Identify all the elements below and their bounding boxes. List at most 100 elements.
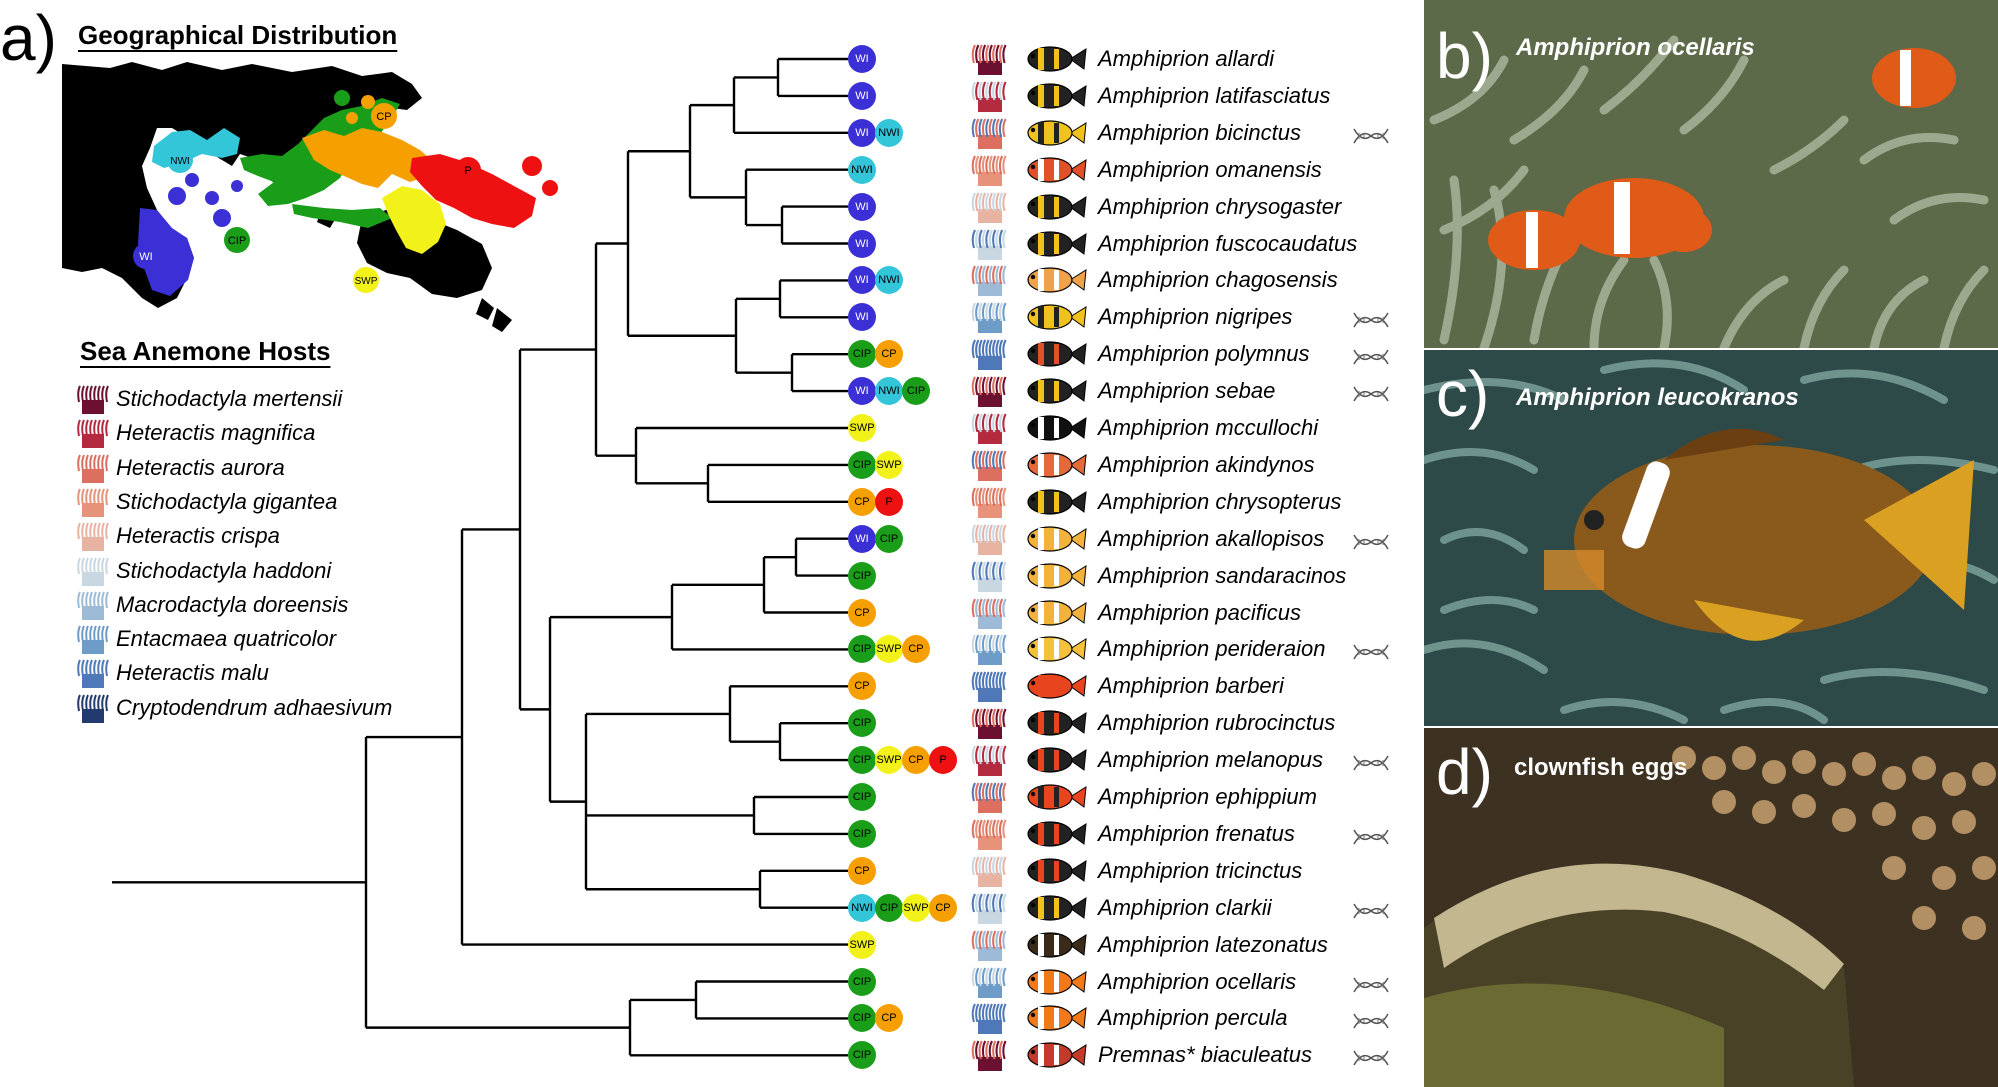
- region-badge: WI: [848, 118, 876, 147]
- panel-b-label: b): [1436, 20, 1493, 92]
- region-badges: SWP: [848, 414, 876, 442]
- host-legend-item: Stichodactyla mertensii: [76, 382, 342, 416]
- svg-text:CP: CP: [376, 111, 391, 123]
- region-badge: NWI: [875, 377, 903, 406]
- host-name: Stichodactyla gigantea: [116, 488, 338, 514]
- region-badge: NWI: [875, 266, 903, 295]
- region-badges: WI: [848, 45, 876, 73]
- host-anemone-icon: [971, 819, 1007, 850]
- region-badge: CIP: [848, 635, 876, 664]
- host-name: Cryptodendrum adhaesivum: [116, 694, 393, 720]
- fish-icon: [1027, 599, 1087, 626]
- photo-c-caption: Amphiprion leucokranos: [1516, 384, 1799, 411]
- host-anemone-icon: [971, 1003, 1007, 1035]
- region-badge: CIP: [848, 709, 876, 738]
- host-anemone-icon: [971, 708, 1007, 740]
- region-badge: WI: [848, 81, 876, 110]
- species-name: Amphiprion chagosensis: [1098, 267, 1338, 293]
- host-name: Heteractis malu: [116, 660, 269, 686]
- host-anemone-icon: [971, 155, 1007, 186]
- dna-icon: [1353, 386, 1389, 402]
- host-anemone-icon: [971, 598, 1007, 629]
- fish-icon: [1027, 83, 1087, 109]
- host-legend-item: Stichodactyla gigantea: [76, 485, 337, 519]
- host-anemone-icon: [971, 856, 1007, 887]
- host-anemone-icon: [971, 967, 1007, 998]
- region-badge: CIP: [848, 1004, 876, 1033]
- fish-icon: [1027, 968, 1087, 995]
- species-name: Amphiprion akallopisos: [1098, 525, 1325, 551]
- species-name: Amphiprion clarkii: [1098, 894, 1272, 920]
- region-badge: SWP: [848, 930, 876, 959]
- anemone-icon: [77, 557, 109, 586]
- species-name: Amphiprion allardi: [1098, 46, 1275, 71]
- fish-icon: [1027, 304, 1087, 330]
- region-badges: WI: [848, 192, 876, 221]
- dna-icon: [1353, 534, 1389, 550]
- dna-icon: [1353, 1014, 1389, 1029]
- fish-icon: [1027, 821, 1087, 847]
- species-name: Amphiprion ocellaris: [1098, 968, 1297, 994]
- photo-b-caption: Amphiprion ocellaris: [1516, 34, 1755, 61]
- dna-icon: [1353, 645, 1389, 660]
- region-badge: CIP: [848, 340, 876, 369]
- region-badge: CP: [848, 487, 876, 516]
- region-badges: SWP: [848, 930, 876, 959]
- host-anemone-icon: [971, 634, 1007, 666]
- svg-text:P: P: [464, 165, 471, 177]
- host-anemone-icon: [971, 930, 1007, 961]
- svg-text:NWI: NWI: [170, 156, 189, 167]
- host-anemone-icon: [971, 524, 1007, 555]
- species-name: Amphiprion pacificus: [1098, 599, 1301, 625]
- region-badges: WI: [848, 81, 876, 110]
- svg-text:SWP: SWP: [355, 276, 378, 287]
- host-anemone-icon: [971, 44, 1007, 75]
- fish-icon: [1027, 267, 1087, 293]
- fish-icon: [1027, 636, 1087, 662]
- region-badges: CP: [848, 856, 876, 885]
- host-legend-item: Entacmaea quatricolor: [76, 622, 336, 656]
- host-anemone-icon: [971, 192, 1007, 223]
- host-legend-item: Heteractis malu: [76, 656, 269, 690]
- host-anemone-icon: [971, 265, 1007, 297]
- region-badges: CIP: [848, 561, 876, 590]
- fish-icon: [1027, 452, 1087, 478]
- host-anemone-icon: [971, 745, 1007, 777]
- species-name: Amphiprion barberi: [1098, 673, 1284, 699]
- fish-icon: [1027, 415, 1087, 441]
- region-badge: CP: [848, 856, 876, 885]
- fish-icon: [1027, 193, 1087, 220]
- fish-icon: [1027, 341, 1087, 367]
- region-badge: SWP: [848, 414, 876, 442]
- host-legend-item: Cryptodendrum adhaesivum: [76, 691, 392, 725]
- anemone-icon: [77, 591, 109, 620]
- host-anemone-icon: [971, 561, 1007, 592]
- species-name: Amphiprion chrysopterus: [1098, 488, 1342, 514]
- host-legend-item: Heteractis magnifica: [76, 416, 315, 450]
- host-name: Heteractis aurora: [116, 454, 285, 480]
- distribution-map: NWI WI CIP CP P SWP: [62, 62, 558, 332]
- region-badge: SWP: [875, 450, 903, 479]
- fish-icon: [1027, 562, 1087, 589]
- region-badge: CIP: [848, 967, 876, 996]
- region-badge: NWI: [848, 893, 876, 922]
- region-badges: WI: [848, 303, 876, 332]
- species-name: Amphiprion sandaracinos: [1098, 562, 1347, 588]
- host-anemone-icon: [971, 782, 1007, 813]
- region-badges: CIP: [848, 1041, 876, 1070]
- region-badge: CP: [848, 672, 876, 701]
- fish-icon: [1027, 157, 1087, 183]
- species-name: Amphiprion omanensis: [1098, 156, 1322, 182]
- region-badges: CIP: [848, 967, 876, 996]
- region-badge: WI: [848, 192, 876, 221]
- species-name: Amphiprion ephippium: [1098, 784, 1317, 809]
- species-name: Amphiprion sebae: [1098, 378, 1276, 404]
- species-name: Amphiprion latezonatus: [1098, 931, 1328, 957]
- host-anemone-icon: [971, 450, 1007, 481]
- host-anemone-icon: [971, 893, 1007, 924]
